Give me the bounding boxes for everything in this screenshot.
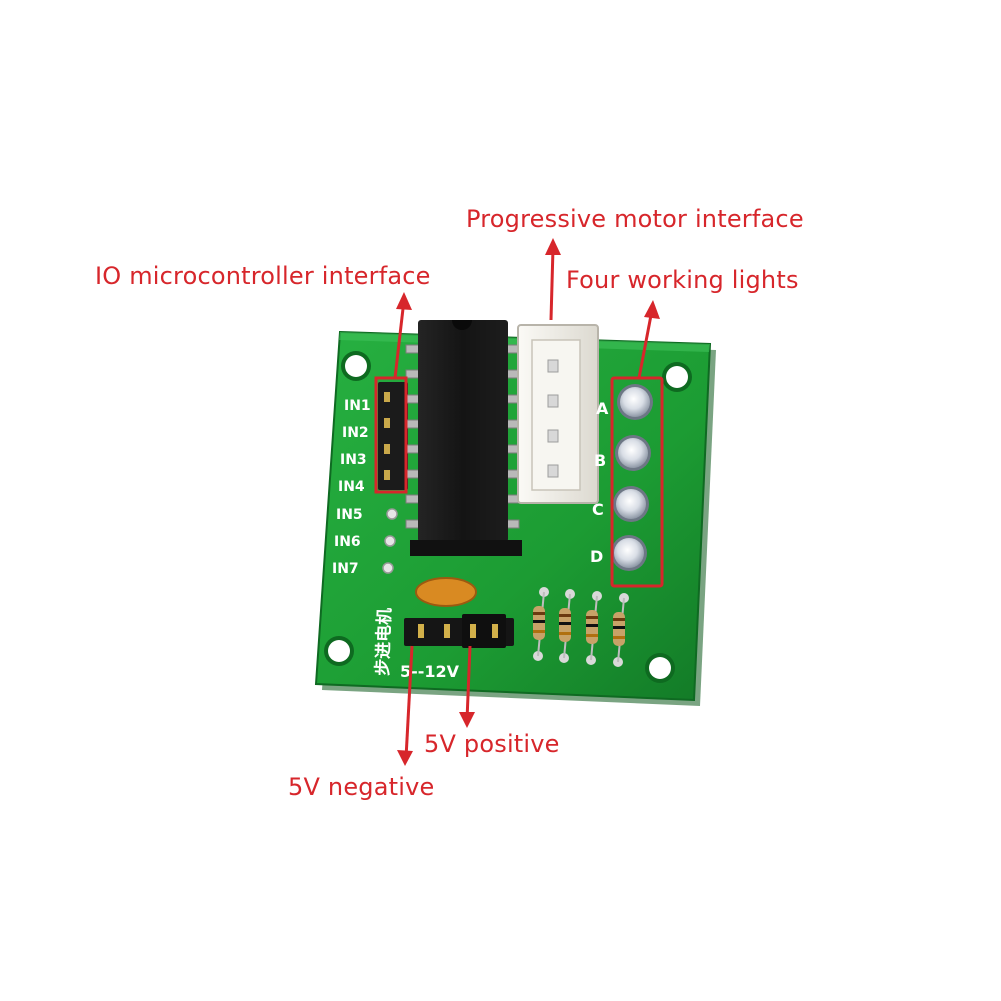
input-label: IN4	[338, 479, 365, 495]
5v-positive-label: 5V positive	[424, 730, 560, 758]
channel-letter: A	[596, 399, 609, 418]
lights-highlight-box	[610, 376, 664, 588]
mounting-holes	[324, 351, 692, 683]
channel-letter: B	[594, 451, 606, 470]
down-arrow-icon	[397, 750, 413, 766]
four-working-lights-label: Four working lights	[566, 266, 799, 294]
resistors	[533, 587, 629, 667]
dip-chip	[405, 320, 522, 556]
progressive-motor-interface-label: Progressive motor interface	[466, 205, 804, 233]
voltage-label: 5--12V	[400, 662, 460, 681]
capacitor	[415, 577, 477, 607]
input-label: IN2	[342, 425, 369, 441]
channel-letter: D	[590, 547, 603, 566]
down-arrow-icon	[459, 712, 475, 728]
arrowheads	[396, 238, 660, 766]
callout-markers	[374, 247, 664, 759]
up-arrow-icon	[396, 292, 412, 310]
led	[615, 435, 651, 471]
led	[611, 535, 647, 571]
led	[617, 384, 653, 420]
input-pads	[382, 508, 398, 574]
led	[613, 486, 649, 522]
input-label: IN7	[332, 561, 359, 577]
power-jumper	[404, 614, 514, 648]
io-header	[378, 382, 408, 490]
io-microcontroller-interface-label: IO microcontroller interface	[95, 262, 431, 290]
motor-connector	[517, 324, 599, 504]
input-label: IN3	[340, 452, 367, 468]
input-label: IN5	[336, 507, 363, 523]
input-labels: IN1 IN2 IN3 IN4 IN5 IN6 IN7	[332, 398, 371, 577]
up-arrow-icon	[644, 300, 660, 319]
5v-negative-label: 5V negative	[288, 773, 435, 801]
motor-silkscreen-label: 步进电机	[372, 607, 395, 676]
working-leds	[611, 384, 653, 571]
up-arrow-icon	[545, 238, 561, 255]
channel-letter: C	[592, 500, 604, 519]
input-label: IN1	[344, 398, 371, 414]
io-highlight-box	[374, 376, 408, 494]
channel-letters: A B C D	[590, 399, 609, 566]
input-label: IN6	[334, 534, 361, 550]
